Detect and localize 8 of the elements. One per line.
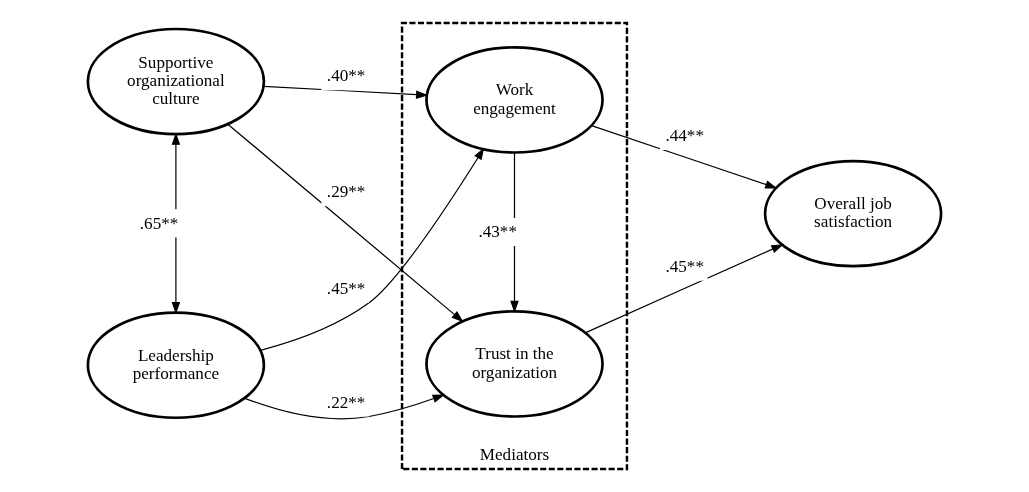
edge-label: .22** (326, 392, 366, 412)
edge-label: .29** (326, 182, 366, 202)
edge-label: .65** (139, 213, 179, 233)
edge-label: .45** (665, 256, 704, 276)
edge-label: .43** (478, 222, 517, 242)
edge-label: .45** (326, 278, 366, 298)
edge-label: .44** (665, 126, 704, 146)
edge-label: .40** (326, 66, 366, 86)
